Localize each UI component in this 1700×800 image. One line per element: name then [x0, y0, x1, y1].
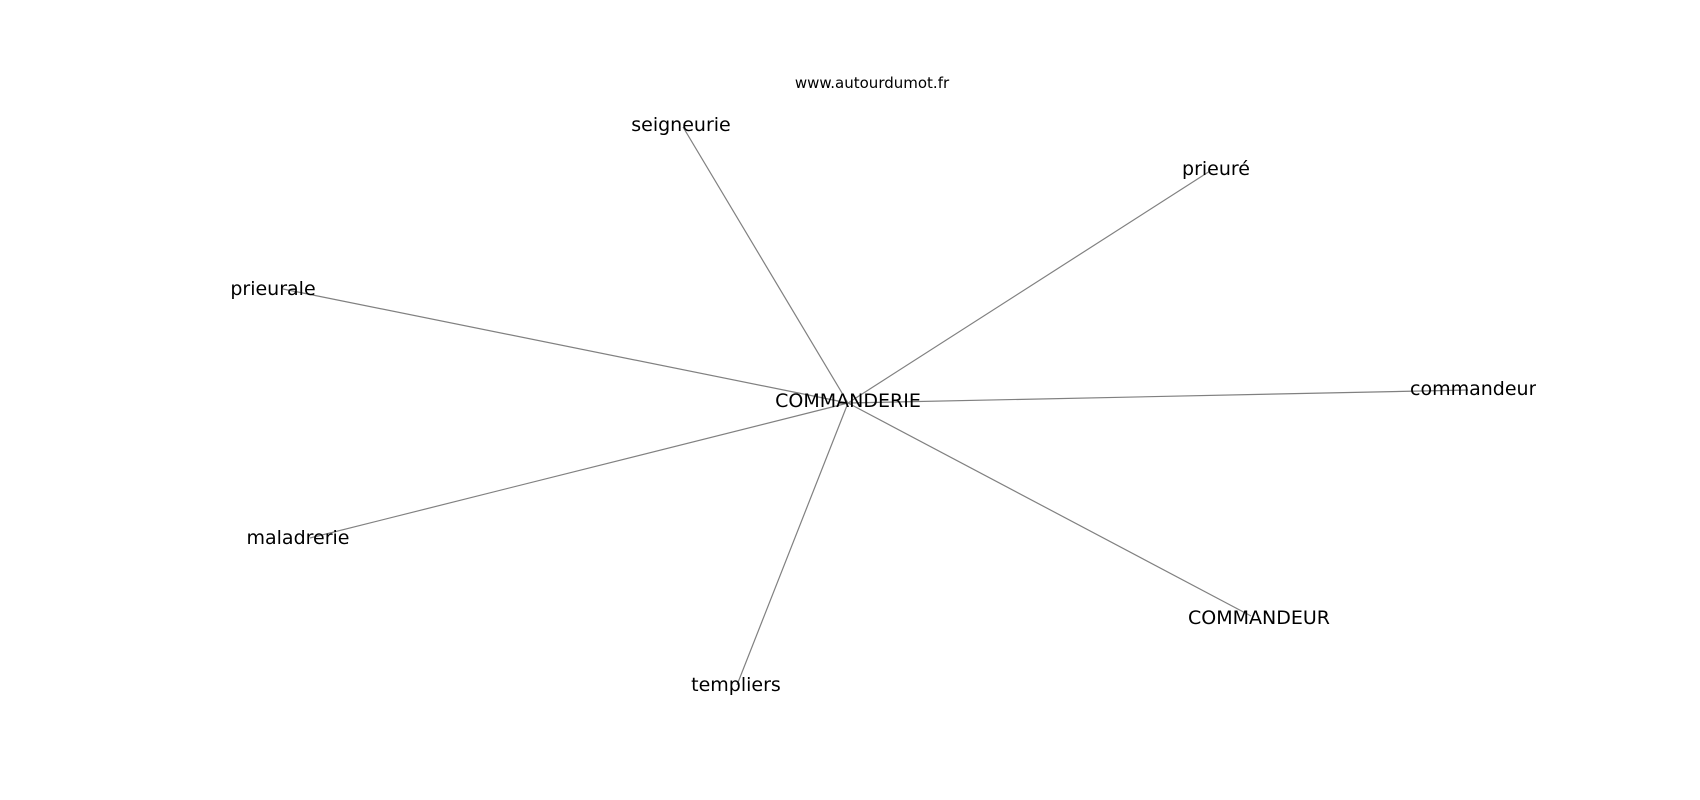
edge-seigneurie [682, 126, 849, 404]
node-center-label[interactable]: COMMANDERIE [775, 390, 921, 412]
graph-node-labels: COMMANDERIE seigneurie prieuré prieurale… [230, 114, 1536, 696]
edge-prieurale [282, 288, 849, 404]
edge-commandeur-upper [847, 402, 1252, 617]
edge-prieure [847, 170, 1211, 404]
node-prieure-label[interactable]: prieuré [1182, 158, 1250, 180]
edge-templiers [736, 402, 849, 686]
graph-edges [282, 126, 1469, 686]
edge-commandeur [847, 389, 1469, 404]
node-prieurale-label[interactable]: prieurale [230, 278, 315, 300]
node-commandeur-label[interactable]: commandeur [1410, 378, 1537, 400]
node-maladrerie-label[interactable]: maladrerie [247, 527, 350, 549]
node-seigneurie-label[interactable]: seigneurie [631, 114, 730, 136]
edge-maladrerie [309, 402, 849, 539]
node-commandeur-upper-label[interactable]: COMMANDEUR [1188, 607, 1330, 629]
watermark-text: www.autourdumot.fr [795, 74, 950, 92]
node-templiers-label[interactable]: templiers [691, 674, 781, 696]
